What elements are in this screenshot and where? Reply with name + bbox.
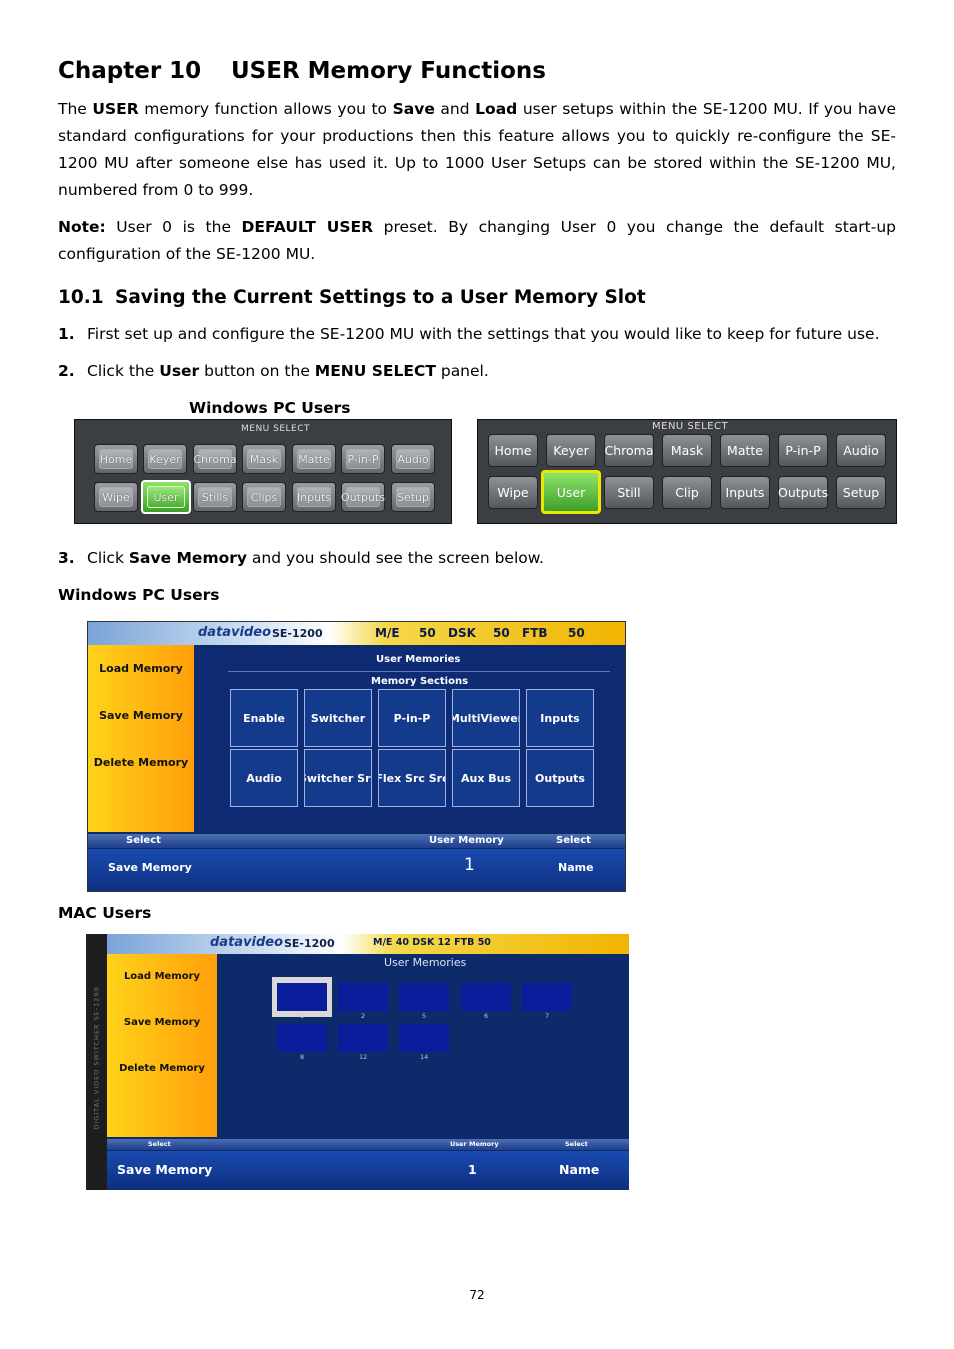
screen-footer: Save Memory 1 Name [88, 849, 625, 891]
footer-name[interactable]: Name [558, 861, 594, 874]
memory-sidebar: Load Memory Save Memory Delete Memory [107, 954, 217, 1137]
memory-sidebar: Load Memory Save Memory Delete Memory [88, 645, 194, 832]
memory-slot[interactable] [399, 983, 449, 1011]
screen-label-bar: Select User Memory Select [88, 834, 625, 848]
memory-slot[interactable] [338, 1024, 388, 1052]
menu-select-title: MENU SELECT [652, 421, 729, 432]
screen-header: datavideo SE-1200 M/E 40 DSK 12 FTB 50 [107, 934, 629, 954]
load-memory-button[interactable]: Load Memory [99, 662, 183, 675]
section-pinp-button[interactable]: P-in-P [378, 689, 446, 747]
footer-save-memory[interactable]: Save Memory [117, 1162, 213, 1177]
section-switcher-button[interactable]: Switcher [304, 689, 372, 747]
section-audio-button[interactable]: Audio [230, 749, 298, 807]
memory-slot[interactable] [338, 983, 388, 1011]
screen-label-bar: Select User Memory Select [107, 1139, 629, 1150]
datavideo-logo: datavideo [198, 625, 272, 640]
menu-button-outputs[interactable]: Outputs [778, 476, 828, 509]
menu-button-pinp[interactable]: P-in-P [778, 434, 828, 467]
chapter-label: Chapter 10 [58, 58, 202, 84]
menu-button-keyer[interactable]: Keyer [546, 434, 596, 467]
user-memory-screen-mac: DIGITAL VIDEO SWITCHER SE-1200 datavideo… [86, 934, 629, 1190]
footer-save-memory[interactable]: Save Memory [108, 861, 192, 874]
memory-slot[interactable] [522, 983, 572, 1011]
delete-memory-button[interactable]: Delete Memory [93, 756, 189, 769]
save-memory-button[interactable]: Save Memory [99, 709, 183, 722]
menu-button-setup[interactable]: Setup [836, 476, 886, 509]
menu-button-inputs[interactable]: Inputs [292, 482, 336, 512]
menu-button-chroma[interactable]: Chroma [604, 434, 654, 467]
step-3: 3.Click Save Memory and you should see t… [58, 549, 544, 567]
menu-button-home[interactable]: Home [488, 434, 538, 467]
step-1: 1.First set up and configure the SE-1200… [58, 325, 880, 343]
menu-button-wipe[interactable]: Wipe [94, 482, 138, 512]
memory-slot[interactable] [277, 1024, 327, 1052]
chapter-title: USER Memory Functions [231, 58, 546, 84]
screen-header: datavideo SE-1200 M/E 50 DSK 50 FTB 50 [88, 622, 625, 645]
menu-select-panel-pc: MENU SELECT Home Keyer Chroma Mask Matte… [74, 419, 452, 524]
footer-user-memory-value[interactable]: 1 [464, 855, 475, 875]
menu-button-audio[interactable]: Audio [391, 444, 435, 474]
caption-windows-pc-2: Windows PC Users [58, 586, 220, 604]
menu-button-mask[interactable]: Mask [242, 444, 286, 474]
section-multiviewer-button[interactable]: MultiViewer [452, 689, 520, 747]
caption-mac-users: MAC Users [58, 904, 152, 922]
footer-name[interactable]: Name [559, 1162, 600, 1177]
menu-select-panel-mac: MENU SELECT Home Keyer Chroma Mask Matte… [477, 419, 897, 524]
user-memories-heading: User Memories [376, 654, 461, 665]
section-switcher-src-button[interactable]: Switcher Src [304, 749, 372, 807]
section-flex-src-button[interactable]: Flex Src Src [378, 749, 446, 807]
note-paragraph: Note: User 0 is the DEFAULT USER preset.… [58, 218, 896, 263]
menu-button-keyer[interactable]: Keyer [143, 444, 187, 474]
menu-button-inputs[interactable]: Inputs [720, 476, 770, 509]
menu-button-user[interactable]: User [141, 480, 191, 514]
menu-button-clip[interactable]: Clip [662, 476, 712, 509]
memory-slot[interactable] [399, 1024, 449, 1052]
menu-button-matte[interactable]: Matte [720, 434, 770, 467]
memory-slot[interactable] [461, 983, 511, 1011]
footer-user-memory-value[interactable]: 1 [468, 1162, 477, 1177]
section-enable-button[interactable]: Enable [230, 689, 298, 747]
chapter-heading: Chapter 10 USER Memory Functions [58, 58, 546, 84]
section-outputs-button[interactable]: Outputs [526, 749, 594, 807]
menu-button-still[interactable]: Still [604, 476, 654, 509]
datavideo-logo: datavideo [210, 935, 284, 950]
menu-button-setup[interactable]: Setup [391, 482, 435, 512]
menu-button-wipe[interactable]: Wipe [488, 476, 538, 509]
step-2: 2.Click the User button on the MENU SELE… [58, 362, 489, 380]
load-memory-button[interactable]: Load Memory [123, 971, 201, 982]
delete-memory-button[interactable]: Delete Memory [119, 1063, 205, 1074]
vertical-brand-text: DIGITAL VIDEO SWITCHER SE-1200 [92, 986, 101, 1130]
section-inputs-button[interactable]: Inputs [526, 689, 594, 747]
menu-button-matte[interactable]: Matte [292, 444, 336, 474]
section-aux-bus-button[interactable]: Aux Bus [452, 749, 520, 807]
menu-button-outputs[interactable]: Outputs [341, 482, 385, 512]
menu-button-user[interactable]: User [541, 470, 601, 514]
screen-footer: Save Memory 1 Name [107, 1151, 629, 1190]
menu-button-audio[interactable]: Audio [836, 434, 886, 467]
user-memory-screen-pc: datavideo SE-1200 M/E 50 DSK 50 FTB 50 L… [87, 621, 626, 892]
user-memories-heading: User Memories [384, 956, 467, 969]
menu-button-home[interactable]: Home [94, 444, 138, 474]
caption-windows-pc: Windows PC Users [189, 399, 351, 417]
menu-select-title: MENU SELECT [241, 424, 311, 434]
memory-sections-heading: Memory Sections [371, 676, 469, 687]
page-number: 72 [469, 1288, 485, 1302]
memory-slot[interactable] [277, 983, 327, 1011]
save-memory-button[interactable]: Save Memory [123, 1017, 201, 1028]
menu-button-stills[interactable]: Stills [193, 482, 237, 512]
menu-button-mask[interactable]: Mask [662, 434, 712, 467]
menu-button-pinp[interactable]: P-in-P [341, 444, 385, 474]
menu-button-chroma[interactable]: Chroma [193, 444, 237, 474]
menu-button-clips[interactable]: Clips [242, 482, 286, 512]
intro-paragraph: The USER memory function allows you to S… [58, 100, 896, 199]
